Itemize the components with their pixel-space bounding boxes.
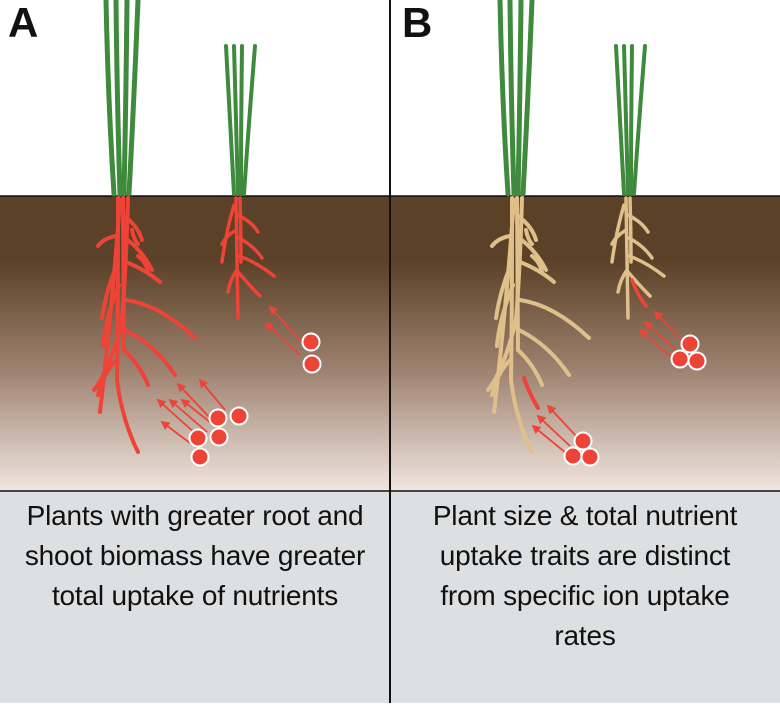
panel-b-nutrient-ions	[563, 334, 707, 467]
panel-b-small-plant-root	[610, 196, 666, 320]
panel-a-large-plant-root	[92, 196, 197, 454]
panel-b-uptake-arrows	[531, 310, 683, 454]
panel-b-small-plant-shoot	[614, 44, 647, 196]
panel-a-small-plant-root	[220, 196, 276, 320]
caption-line: uptake traits are distinct	[439, 540, 731, 571]
panel-b-small-root-highlight	[630, 278, 648, 308]
panel-a-large-plant-shoot	[103, 0, 141, 197]
panel-label-a: A	[8, 0, 39, 46]
caption-line: total uptake of nutrients	[51, 580, 339, 611]
caption-line: Plant size & total nutrient	[432, 500, 738, 531]
panel-b-large-root-highlight	[522, 376, 540, 410]
panel-a-caption: Plants with greater root and shoot bioma…	[0, 496, 390, 616]
panel-label-b: B	[402, 0, 433, 46]
caption-line: shoot biomass have greater	[24, 540, 366, 571]
caption-line: Plants with greater root and	[26, 500, 364, 531]
caption-line: rates	[554, 620, 616, 651]
panel-a-nutrient-ions	[188, 332, 322, 467]
panel-a-small-plant-shoot	[224, 44, 257, 196]
panel-b-caption: Plant size & total nutrient uptake trait…	[390, 496, 780, 656]
panel-b-large-plant-shoot	[497, 0, 535, 197]
panel-b-large-plant-root	[486, 196, 591, 454]
caption-line: from specific ion uptake	[440, 580, 730, 611]
